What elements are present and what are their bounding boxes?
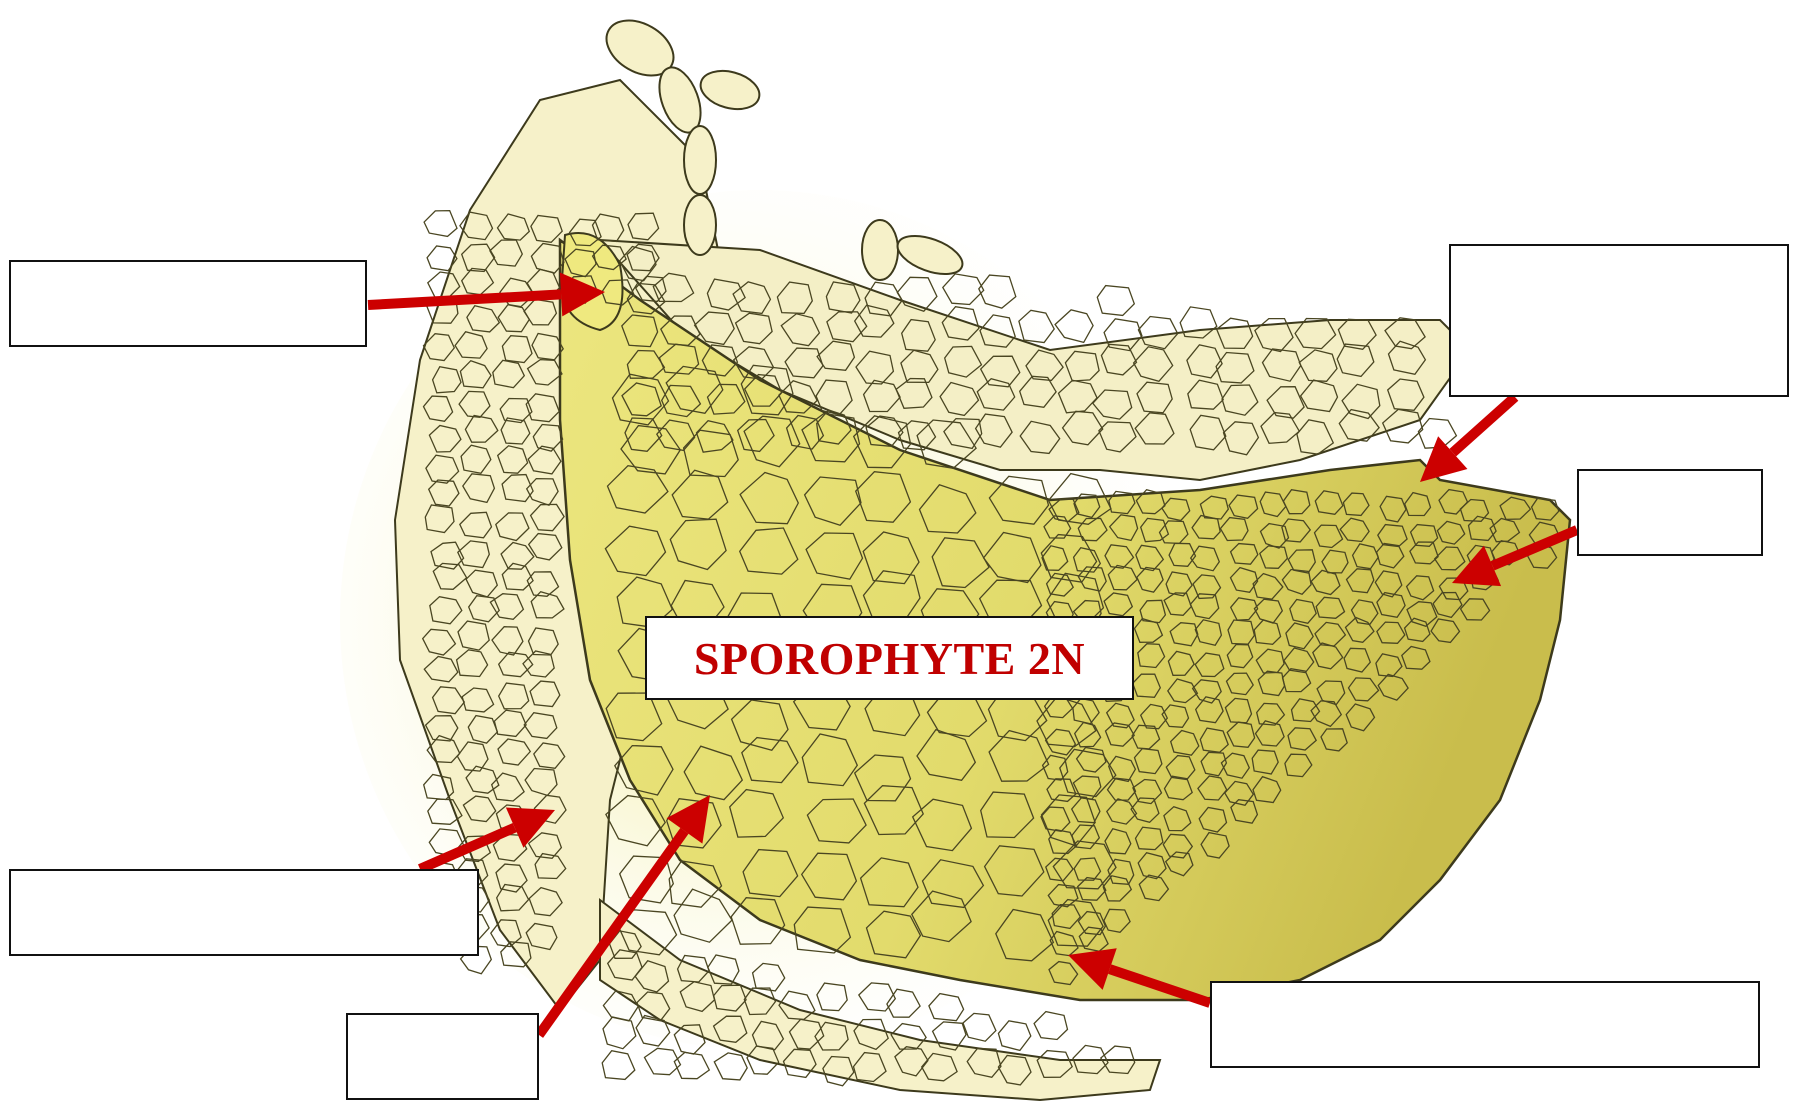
label-box-bottom-left[interactable] [9, 869, 479, 956]
arrow-bottom-right [1068, 948, 1210, 1003]
arrow-bottom-middle [539, 795, 710, 1035]
label-box-bottom-right[interactable] [1210, 981, 1760, 1068]
label-box-bottom-middle[interactable] [346, 1013, 539, 1100]
arrow-bottom-middle-shaft [539, 831, 684, 1035]
arrow-top-left-shaft [368, 294, 561, 305]
arrow-right [1452, 530, 1577, 586]
arrow-top-right-shaft [1453, 397, 1515, 453]
arrow-right-shaft [1493, 530, 1577, 566]
arrow-top-left [368, 272, 605, 316]
arrow-top-left-head [560, 272, 605, 316]
arrow-bottom-left [420, 807, 555, 869]
arrow-bottom-left-shaft [420, 828, 515, 869]
arrow-bottom-middle-head [667, 795, 710, 844]
arrow-bottom-right-shaft [1110, 969, 1210, 1003]
arrow-bottom-right-head [1068, 948, 1117, 990]
arrow-top-right [1420, 397, 1515, 482]
label-box-top-right[interactable] [1449, 244, 1789, 397]
sporophyte-label: SPOROPHYTE 2N [645, 616, 1134, 700]
label-box-top-left[interactable] [9, 260, 367, 347]
label-box-right[interactable] [1577, 469, 1763, 556]
